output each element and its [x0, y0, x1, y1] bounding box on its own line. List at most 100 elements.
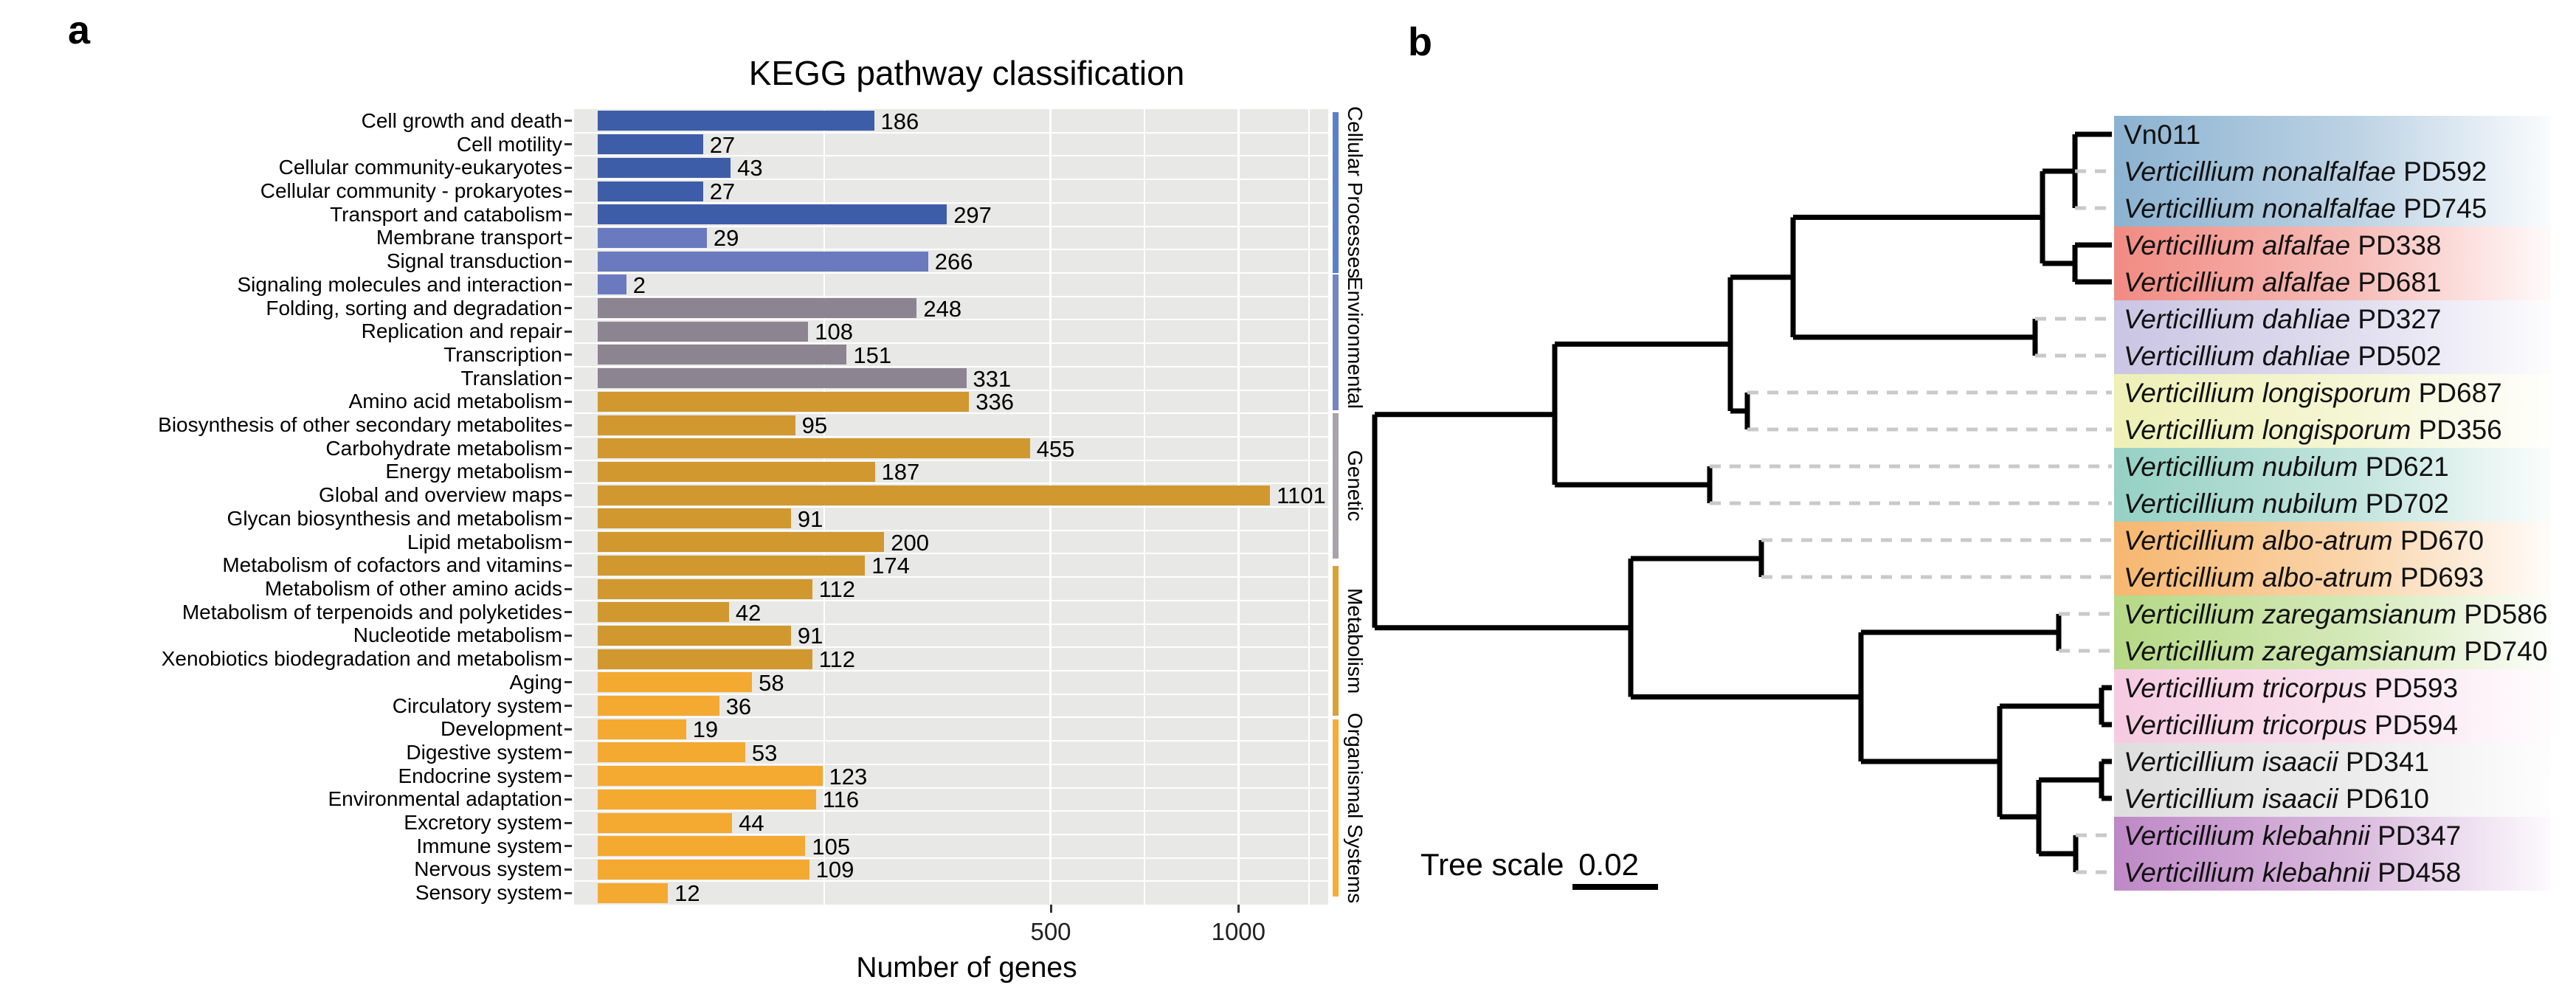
category-label: Digestive system: [406, 740, 562, 764]
bar: [598, 368, 967, 389]
bar-value-label: 105: [812, 833, 851, 860]
bar: [598, 719, 686, 739]
species-band: [2114, 227, 2551, 300]
category-label: Cell growth and death: [361, 108, 562, 132]
leaf-label: Verticillium nonalfalfae PD592: [2124, 156, 2487, 187]
y-tick: [564, 470, 572, 473]
bar-value-label: 42: [735, 599, 762, 626]
bar: [598, 391, 970, 412]
y-tick: [564, 307, 572, 309]
row-gridline: [574, 740, 1328, 742]
y-tick: [564, 330, 572, 333]
row-gridline: [574, 249, 1328, 251]
y-tick: [564, 821, 572, 824]
bar: [598, 625, 791, 646]
bar-value-label: 95: [801, 412, 828, 438]
bar: [598, 859, 809, 880]
bar-value-label: 12: [674, 880, 700, 907]
bar: [598, 181, 703, 201]
category-label: Membrane transport: [376, 226, 562, 249]
y-tick: [564, 634, 572, 637]
y-tick: [564, 120, 572, 122]
y-tick: [564, 400, 572, 403]
species-band: [2114, 743, 2551, 817]
x-tick: [1237, 905, 1240, 913]
bar-value-label: 331: [973, 365, 1012, 392]
category-label: Endocrine system: [398, 764, 562, 787]
leaf-label: Verticillium nonalfalfae PD745: [2124, 193, 2487, 224]
y-tick: [564, 681, 572, 684]
y-tick: [564, 541, 572, 544]
row-gridline: [574, 529, 1328, 531]
x-tick: [1049, 905, 1052, 913]
x-tick-label: 1000: [1211, 918, 1266, 945]
category-label: Signaling molecules and interaction: [237, 272, 563, 296]
bar-value-label: 2: [632, 272, 646, 298]
category-label: Amino acid metabolism: [348, 390, 562, 413]
bar-value-label: 200: [891, 529, 930, 556]
bar: [598, 836, 806, 857]
row-gridline: [574, 131, 1328, 134]
bar: [598, 812, 733, 833]
category-label: Transcription: [443, 342, 562, 366]
bar-value-label: 1101: [1277, 483, 1326, 509]
bar-value-label: 455: [1036, 435, 1075, 462]
row-gridline: [574, 225, 1328, 227]
y-tick: [564, 517, 572, 520]
bar: [598, 532, 885, 553]
category-label: Translation: [460, 366, 562, 390]
bar-value-label: 151: [853, 342, 892, 368]
bar: [598, 345, 847, 365]
y-tick: [564, 564, 572, 567]
bar-value-label: 248: [923, 295, 962, 322]
bar-value-label: 112: [818, 576, 856, 602]
group-strip-segment: [1333, 566, 1339, 716]
species-band: [2114, 448, 2551, 522]
row-gridline: [574, 506, 1328, 508]
bar-value-label: 29: [713, 225, 739, 252]
species-band: [2114, 669, 2551, 743]
row-gridline: [574, 716, 1328, 719]
y-tick: [564, 705, 572, 707]
bar-value-label: 91: [797, 623, 823, 649]
row-gridline: [574, 880, 1328, 882]
group-strip-segment: [1333, 719, 1339, 897]
category-label: Development: [441, 717, 562, 741]
panel-b-label: b: [1408, 20, 1432, 64]
leaf-label: Verticillium tricorpus PD594: [2124, 710, 2458, 740]
bar-value-label: 112: [818, 646, 856, 673]
category-label: Folding, sorting and degradation: [266, 296, 562, 319]
y-tick: [564, 657, 572, 660]
row-gridline: [574, 857, 1328, 859]
tree-scale-label: Tree scale: [1420, 847, 1564, 882]
leaf-label: Verticillium longisporum PD356: [2124, 415, 2502, 445]
bar: [598, 649, 812, 669]
leaf-label: Verticillium zaregamsianum PD586: [2124, 599, 2547, 629]
category-label: Glycan biosynthesis and metabolism: [227, 506, 562, 530]
row-gridline: [574, 319, 1328, 321]
bar-value-label: 19: [692, 716, 719, 743]
bar-value-label: 43: [737, 155, 763, 182]
bar: [598, 508, 791, 529]
panel-a-label: a: [68, 8, 91, 52]
bar-value-label: 116: [822, 787, 860, 813]
y-tick: [564, 447, 572, 450]
category-label: Excretory system: [404, 811, 562, 834]
category-label: Aging: [509, 670, 562, 694]
category-label: Lipid metabolism: [407, 530, 562, 553]
tree-scale-bar: 0.02: [1572, 847, 1658, 890]
row-gridline: [574, 599, 1328, 601]
leaf-label: Verticillium nubilum PD621: [2124, 452, 2449, 482]
bar-value-label: 36: [725, 693, 752, 719]
group-strip-segment: [1333, 413, 1339, 559]
leaf-label: Vn011: [2124, 120, 2200, 150]
bar-value-label: 44: [739, 810, 764, 836]
row-gridline: [574, 155, 1328, 157]
bar: [598, 555, 866, 576]
row-gridline: [574, 483, 1328, 485]
bar: [598, 882, 669, 903]
species-band: [2114, 522, 2551, 595]
leaf-label: Verticillium albo-atrum PD670: [2124, 525, 2484, 556]
bar: [598, 111, 874, 131]
category-label: Metabolism of cofactors and vitamins: [222, 553, 562, 577]
